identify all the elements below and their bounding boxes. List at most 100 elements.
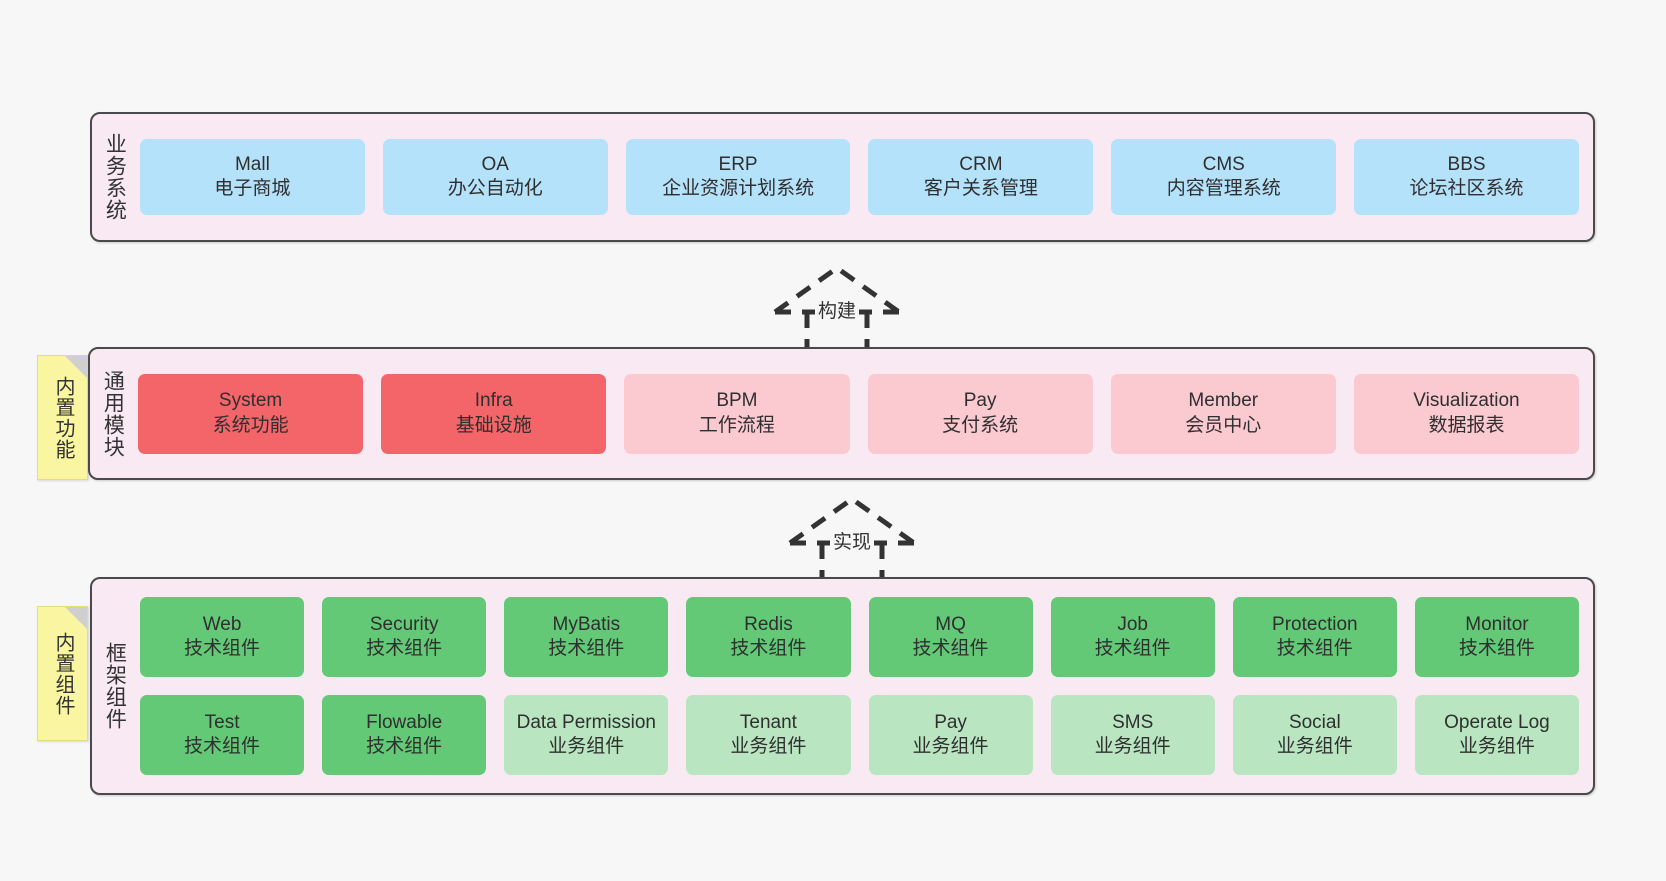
node-title-cn: 支付系统 [942, 414, 1019, 436]
note-builtin-features: 内置功能 [37, 355, 88, 480]
layer-title-framework-components: 框架组件 [103, 642, 127, 730]
node-job[interactable]: Job 技术组件 [1050, 597, 1215, 677]
node-title-cn: 会员中心 [1185, 414, 1262, 436]
node-visualization[interactable]: Visualization 数据报表 [1353, 373, 1580, 454]
arrow-implement-label: 实现 [829, 527, 875, 554]
node-title-cn: 办公自动化 [447, 178, 543, 199]
node-title-cn: 系统功能 [212, 414, 289, 436]
layer-body-common-modules: System 系统功能 Infra 基础设施 BPM 工作流程 Pay 支付系统… [134, 349, 1593, 478]
node-title-cn: 业务组件 [1094, 736, 1171, 757]
node-title-en: Visualization [1413, 390, 1520, 412]
node-protection[interactable]: Protection 技术组件 [1232, 597, 1397, 677]
node-title-cn: 业务组件 [548, 736, 625, 757]
node-title-en: MQ [935, 613, 966, 635]
node-title-cn: 技术组件 [1458, 638, 1535, 659]
node-title-cn: 内容管理系统 [1166, 178, 1281, 199]
node-title-en: CRM [959, 153, 1003, 175]
node-title-en: Redis [744, 613, 793, 635]
layer-framework-components: 框架组件 Web 技术组件 Security 技术组件 MyBatis 技术组件… [90, 577, 1595, 795]
node-title-en: Operate Log [1444, 711, 1550, 733]
node-title-cn: 业务组件 [1276, 736, 1353, 757]
node-row: Mall 电子商城 OA 办公自动化 ERP 企业资源计划系统 CRM 客户关系… [140, 139, 1579, 215]
node-title-en: Security [369, 613, 439, 635]
node-security[interactable]: Security 技术组件 [322, 597, 487, 677]
arrow-build: 构建 [757, 260, 917, 356]
node-operate-log[interactable]: Operate Log 业务组件 [1414, 695, 1579, 775]
note-builtin-features-label: 内置功能 [52, 375, 74, 460]
node-bbs[interactable]: BBS 论坛社区系统 [1354, 139, 1579, 215]
layer-business-system: 业务系统 Mall 电子商城 OA 办公自动化 ERP 企业资源计划系统 CRM [90, 112, 1595, 242]
node-title-cn: 企业资源计划系统 [662, 178, 815, 199]
node-infra[interactable]: Infra 基础设施 [381, 373, 607, 454]
node-title-en: Pay [963, 390, 997, 412]
node-pay-component[interactable]: Pay 业务组件 [868, 695, 1033, 775]
node-social[interactable]: Social 业务组件 [1232, 695, 1397, 775]
node-flowable[interactable]: Flowable 技术组件 [322, 695, 487, 775]
node-title-en: SMS [1112, 711, 1154, 733]
node-web[interactable]: Web 技术组件 [140, 597, 305, 677]
node-data-permission[interactable]: Data Permission 业务组件 [504, 695, 669, 775]
node-title-en: OA [481, 153, 509, 175]
node-title-cn: 技术组件 [184, 736, 261, 757]
node-title-en: BBS [1447, 153, 1486, 175]
node-title-cn: 技术组件 [1276, 638, 1353, 659]
layer-body-framework-components: Web 技术组件 Security 技术组件 MyBatis 技术组件 Redi… [136, 579, 1593, 793]
node-mybatis[interactable]: MyBatis 技术组件 [504, 597, 669, 677]
node-pay-module[interactable]: Pay 支付系统 [867, 373, 1093, 454]
node-tenant[interactable]: Tenant 业务组件 [686, 695, 851, 775]
node-title-en: Infra [474, 390, 513, 412]
note-fold-corner-icon [65, 607, 87, 629]
node-title-cn: 客户关系管理 [923, 178, 1038, 199]
layer-body-business-system: Mall 电子商城 OA 办公自动化 ERP 企业资源计划系统 CRM 客户关系… [136, 114, 1593, 240]
node-title-en: Protection [1272, 613, 1358, 635]
node-redis[interactable]: Redis 技术组件 [686, 597, 851, 677]
node-bpm[interactable]: BPM 工作流程 [624, 373, 850, 454]
node-title-cn: 技术组件 [730, 638, 807, 659]
node-title-en: System [218, 390, 283, 412]
node-title-en: BPM [716, 390, 758, 412]
node-row: Web 技术组件 Security 技术组件 MyBatis 技术组件 Redi… [140, 597, 1579, 677]
node-mq[interactable]: MQ 技术组件 [868, 597, 1033, 677]
node-title-cn: 技术组件 [366, 736, 443, 757]
node-title-cn: 业务组件 [912, 736, 989, 757]
note-builtin-components: 内置组件 [37, 606, 88, 741]
layer-title-common-modules: 通用模块 [101, 369, 125, 458]
node-title-en: Pay [934, 711, 967, 733]
arrow-build-label: 构建 [814, 296, 860, 323]
node-erp[interactable]: ERP 企业资源计划系统 [625, 139, 851, 215]
node-title-cn: 工作流程 [698, 414, 775, 436]
node-title-cn: 技术组件 [184, 638, 261, 659]
note-fold-corner-icon [65, 356, 87, 378]
arrow-implement: 实现 [772, 491, 932, 587]
node-title-cn: 数据报表 [1428, 414, 1505, 436]
node-test[interactable]: Test 技术组件 [140, 695, 305, 775]
node-title-cn: 论坛社区系统 [1409, 178, 1524, 199]
node-sms[interactable]: SMS 业务组件 [1050, 695, 1215, 775]
node-system[interactable]: System 系统功能 [138, 373, 364, 454]
node-monitor[interactable]: Monitor 技术组件 [1414, 597, 1579, 677]
node-oa[interactable]: OA 办公自动化 [382, 139, 608, 215]
node-title-en: MyBatis [552, 613, 621, 635]
node-row: Test 技术组件 Flowable 技术组件 Data Permission … [140, 695, 1579, 775]
node-title-en: ERP [718, 153, 758, 175]
node-member[interactable]: Member 会员中心 [1110, 373, 1336, 454]
node-title-en: CMS [1202, 153, 1245, 175]
node-title-en: Test [204, 711, 240, 733]
layer-title-business-system: 业务系统 [103, 133, 127, 221]
node-title-en: Social [1288, 711, 1341, 733]
node-title-cn: 技术组件 [1094, 638, 1171, 659]
node-title-en: Mall [234, 153, 270, 175]
node-title-cn: 基础设施 [455, 414, 532, 436]
layer-common-modules: 通用模块 System 系统功能 Infra 基础设施 BPM 工作流程 Pay [88, 347, 1595, 480]
node-mall[interactable]: Mall 电子商城 [140, 139, 365, 215]
node-title-cn: 技术组件 [366, 638, 443, 659]
node-crm[interactable]: CRM 客户关系管理 [868, 139, 1094, 215]
node-title-en: Web [202, 613, 242, 635]
node-title-cn: 业务组件 [730, 736, 807, 757]
node-title-cn: 技术组件 [912, 638, 989, 659]
node-title-en: Member [1188, 390, 1259, 412]
node-title-en: Flowable [366, 711, 443, 733]
node-row: System 系统功能 Infra 基础设施 BPM 工作流程 Pay 支付系统… [138, 373, 1580, 454]
node-cms[interactable]: CMS 内容管理系统 [1111, 139, 1337, 215]
